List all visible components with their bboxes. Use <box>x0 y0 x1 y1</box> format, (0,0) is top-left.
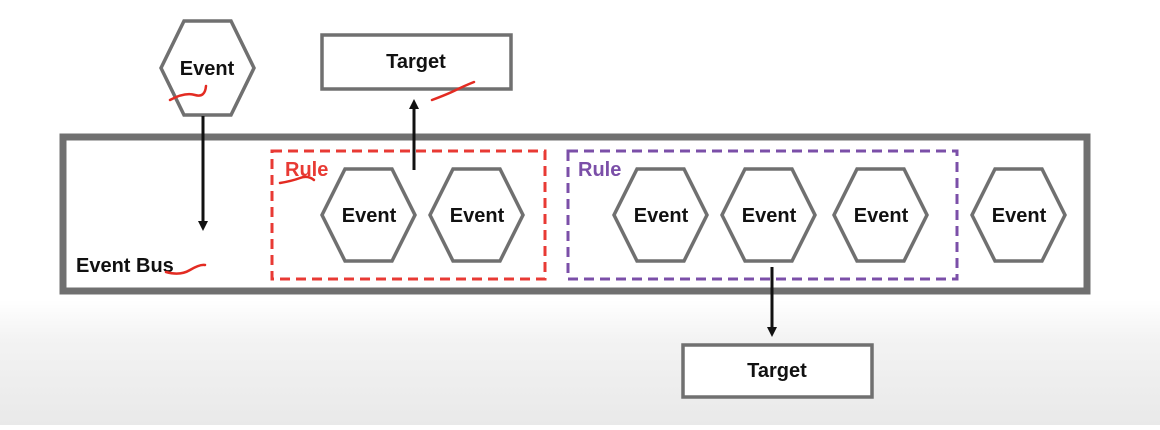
event-hexagon <box>428 167 525 263</box>
event-node-2: Event <box>428 167 525 263</box>
rule-box-2 <box>566 149 959 281</box>
event-hexagon <box>832 167 929 263</box>
event-node-4: Event <box>720 167 817 263</box>
event-label: Event <box>342 205 397 227</box>
event-node-5: Event <box>832 167 929 263</box>
target-label-2: Target <box>747 360 807 382</box>
rule-box-1 <box>270 149 547 281</box>
annotation-scribble <box>168 84 208 102</box>
event-label: Event <box>854 205 909 227</box>
annotation-scribble <box>164 263 207 275</box>
event-label: Event <box>742 205 797 227</box>
event-bus-label: Event Bus <box>76 255 174 277</box>
rule-label-2: Rule <box>578 159 621 181</box>
incoming-event-label: Event <box>180 58 235 80</box>
event-bus-box <box>59 133 1091 295</box>
event-hexagon <box>320 167 417 263</box>
annotation-scribble <box>430 80 476 102</box>
event-hexagon <box>612 167 709 263</box>
event-label: Event <box>634 205 689 227</box>
event-node-6: Event <box>970 167 1067 263</box>
event-hexagon <box>970 167 1067 263</box>
event-node-1: Event <box>320 167 417 263</box>
annotation-scribble <box>278 175 316 185</box>
event-label: Event <box>450 205 505 227</box>
incoming-event-hexagon <box>159 19 256 117</box>
event-label: Event <box>992 205 1047 227</box>
target-box-2 <box>681 343 874 399</box>
target-label-1: Target <box>386 51 446 73</box>
target-box-1 <box>320 33 513 91</box>
event-hexagon <box>720 167 817 263</box>
event-node-3: Event <box>612 167 709 263</box>
rule-label-1: Rule <box>285 159 328 181</box>
